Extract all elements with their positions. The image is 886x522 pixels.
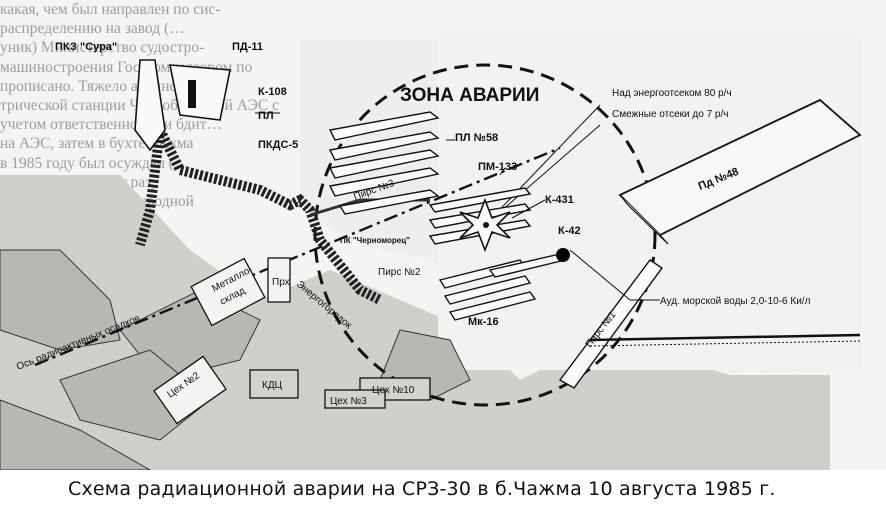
kdc-building [249, 369, 299, 399]
rail-line [589, 333, 861, 342]
fallout-axis-line [34, 146, 561, 367]
label-pd11: ПД-11 [232, 41, 263, 53]
pd11-mark [188, 80, 196, 108]
label-prkh: Прх [272, 277, 290, 288]
prkh-building [267, 257, 291, 303]
shop3-building [324, 389, 386, 409]
label-pm133: ПМ-133 [478, 161, 517, 173]
breakwater-2 [135, 129, 165, 247]
pd11-dock [169, 64, 231, 121]
label-pl58: ПЛ №58 [455, 132, 498, 144]
label-k108: К-108 [258, 86, 287, 98]
metal-warehouse [190, 257, 266, 327]
label-adjacent-compartments: Смежные отсеки до 7 р/ч [612, 109, 728, 120]
shop2-building [153, 355, 227, 425]
pkz-sura-vessel [134, 59, 166, 152]
label-pkz-sura: ПКЗ "Сура" [55, 41, 117, 53]
figure-caption: Схема радиационной аварии на СРЗ-30 в б.… [68, 478, 776, 500]
label-k431: К-431 [545, 194, 574, 206]
label-shop3: Цех №3 [330, 396, 367, 407]
label-zone: ЗОНА АВАРИИ [400, 85, 539, 106]
label-pier2: Пирс №2 [378, 267, 421, 278]
caption-band [0, 470, 886, 522]
label-seawater-activity: Ауд. морской воды 2,0-10-6 Ки/л [660, 296, 811, 307]
pd48-dock [618, 98, 862, 237]
label-shop10: Цех №10 [372, 385, 415, 396]
moored-vessels [328, 111, 567, 321]
label-pkds5: ПКДС-5 [258, 139, 298, 151]
label-kdc: КДЦ [262, 380, 283, 391]
leader-lines [255, 112, 660, 301]
label-mk16: Мк-16 [468, 316, 499, 328]
reactor-point [483, 222, 489, 228]
label-pl: ПЛ [258, 110, 274, 122]
label-k42: К-42 [558, 225, 581, 237]
radiation-line-1 [484, 104, 601, 226]
k42-submarine-marker [556, 248, 570, 262]
pier1 [558, 259, 663, 389]
label-pk-chernomorets: ПК "Черноморец" [340, 236, 410, 245]
breakwater [155, 127, 383, 305]
label-above-compartment: Над энергоотсеком 80 р/ч [612, 88, 732, 99]
